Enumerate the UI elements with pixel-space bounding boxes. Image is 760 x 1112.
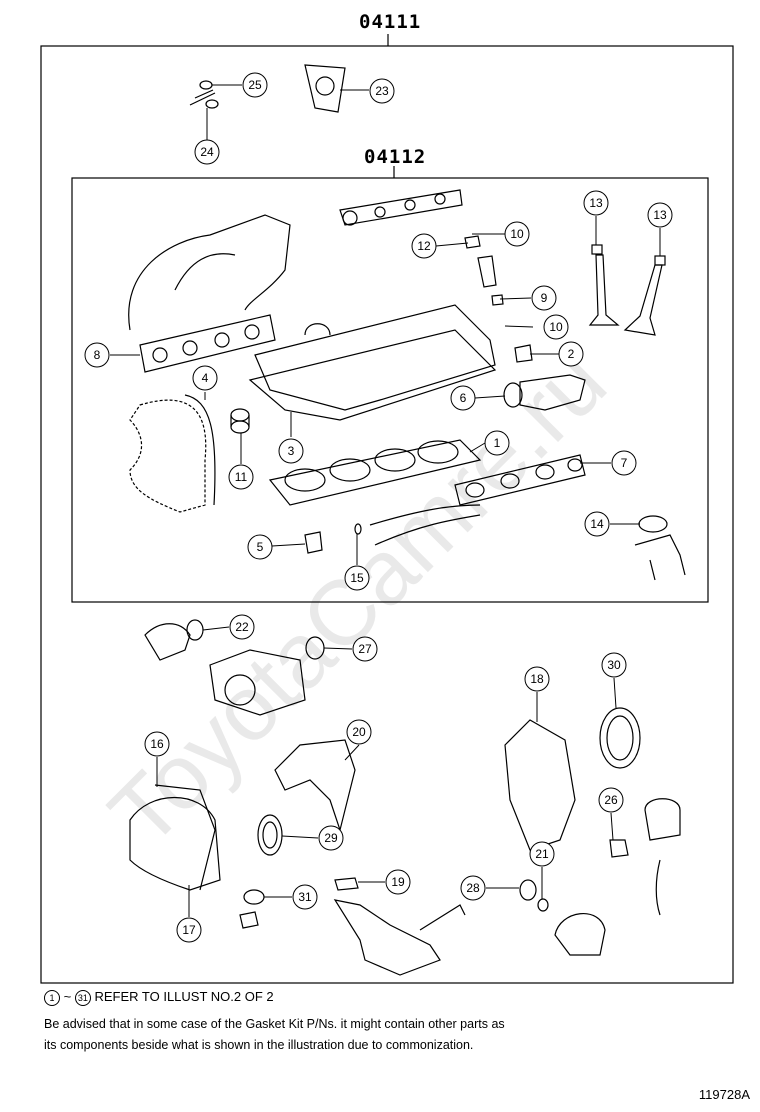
callout-13b: 13 (647, 202, 673, 228)
exhaust-gasket (454, 454, 586, 506)
svg-text:16: 16 (150, 737, 164, 751)
ref-to-number: 31 (74, 989, 91, 1006)
callout-11: 11 (228, 464, 254, 490)
ref-from-number: 1 (44, 989, 60, 1006)
lower-timing-cover (129, 797, 221, 891)
callout-17: 17 (176, 917, 202, 943)
svg-text:11: 11 (235, 470, 248, 484)
oil-pan-gasket (504, 719, 576, 851)
callout-2: 2 (558, 341, 584, 367)
svg-text:1: 1 (494, 436, 501, 450)
svg-text:14: 14 (590, 517, 604, 531)
callout-20: 20 (346, 719, 372, 745)
callout-29: 29 (318, 825, 344, 851)
svg-text:10: 10 (510, 227, 524, 241)
callout-10a: 10 (504, 221, 530, 247)
callout-21: 21 (529, 841, 555, 867)
callout-18: 18 (524, 666, 550, 692)
timing-cover (129, 399, 207, 513)
svg-text:24: 24 (200, 145, 214, 159)
svg-text:15: 15 (350, 571, 364, 585)
ref-text: REFER TO ILLUST NO.2 OF 2 (94, 989, 274, 1004)
callout-19: 19 (385, 869, 411, 895)
svg-text:30: 30 (607, 658, 621, 672)
advisory-line-2: its components beside what is shown in t… (44, 1038, 474, 1052)
svg-text:13: 13 (589, 196, 603, 210)
callout-8: 8 (84, 342, 110, 368)
leader-lines (110, 84, 661, 917)
water-outlet (519, 374, 586, 411)
svg-text:29: 29 (324, 831, 338, 845)
callout-30: 30 (601, 652, 627, 678)
callout-3: 3 (278, 438, 304, 464)
callout-7: 7 (611, 450, 637, 476)
inner-kit-frame (71, 166, 709, 603)
callout-25: 25 (242, 72, 268, 98)
callout-31: 31 (292, 884, 318, 910)
svg-text:10: 10 (549, 320, 563, 334)
advisory-line-1: Be advised that in some case of the Gask… (44, 1017, 505, 1031)
water-pump (209, 649, 306, 716)
callout-9: 9 (531, 285, 557, 311)
figure-id: 119728A (698, 1087, 750, 1102)
svg-text:9: 9 (541, 291, 548, 305)
intake-manifold (128, 214, 291, 331)
svg-text:27: 27 (358, 642, 372, 656)
svg-text:20: 20 (352, 725, 366, 739)
callouts: 1 2 3 4 5 6 7 8 9 10 10 11 12 13 13 14 1… (84, 72, 673, 943)
svg-text:6: 6 (460, 391, 467, 405)
callout-24: 24 (194, 139, 220, 165)
exhaust-valve (623, 264, 663, 336)
part-drawings (128, 64, 686, 976)
svg-text:31: 31 (298, 890, 312, 904)
svg-text:26: 26 (604, 793, 618, 807)
svg-text:4: 4 (202, 371, 209, 385)
outer-kit-frame (40, 34, 734, 984)
svg-text:21: 21 (535, 847, 549, 861)
callout-6: 6 (450, 385, 476, 411)
svg-text:5: 5 (257, 540, 264, 554)
svg-text:17: 17 (182, 923, 196, 937)
callout-22: 22 (229, 614, 255, 640)
svg-text:7: 7 (621, 456, 628, 470)
watermark: ToyotaCamre.ru (91, 331, 626, 866)
svg-text:3: 3 (288, 444, 295, 458)
svg-text:23: 23 (375, 84, 389, 98)
svg-text:8: 8 (94, 348, 101, 362)
outer-kit-code: 04111 (359, 11, 422, 33)
svg-text:22: 22 (235, 620, 249, 634)
svg-text:18: 18 (530, 672, 544, 686)
head-gasket (268, 439, 482, 506)
callout-1: 1 (484, 430, 510, 456)
intake-valve (588, 254, 620, 326)
callout-23: 23 (369, 78, 395, 104)
svg-text:2: 2 (568, 347, 575, 361)
callout-26: 26 (598, 787, 624, 813)
callout-14: 14 (584, 511, 610, 537)
callout-10b: 10 (543, 314, 569, 340)
svg-text:12: 12 (417, 239, 431, 253)
callout-12: 12 (411, 233, 437, 259)
inner-kit-code: 04112 (364, 146, 427, 168)
svg-text:19: 19 (391, 875, 405, 889)
callout-13a: 13 (583, 190, 609, 216)
svg-text:25: 25 (248, 78, 262, 92)
callout-15: 15 (344, 565, 370, 591)
ref-tilde: ~ (63, 989, 72, 1004)
callout-16: 16 (144, 731, 170, 757)
svg-text:28: 28 (466, 881, 480, 895)
valve-cover (254, 304, 496, 411)
callout-4: 4 (192, 365, 218, 391)
manifold-gasket (139, 314, 276, 373)
callout-27: 27 (352, 636, 378, 662)
reference-note: 1 ~ 31 REFER TO ILLUST NO.2 OF 2 (44, 989, 274, 1006)
svg-text:13: 13 (653, 208, 667, 222)
callout-5: 5 (247, 534, 273, 560)
callout-28: 28 (460, 875, 486, 901)
valve-cover-gasket (248, 329, 497, 421)
